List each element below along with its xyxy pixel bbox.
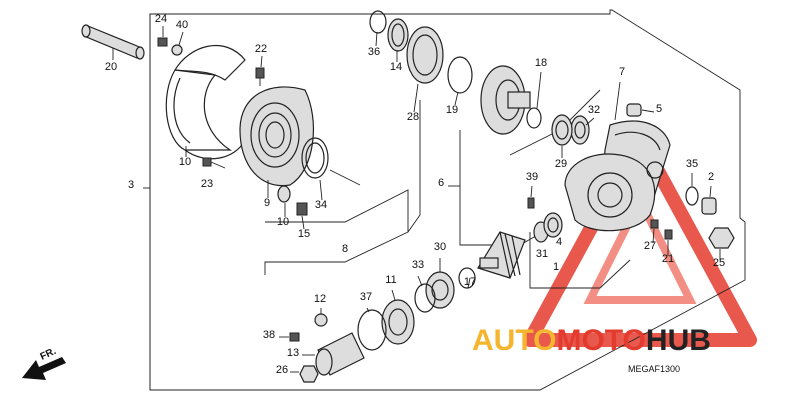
- part-number-label: 14: [390, 61, 402, 73]
- seal-17: [458, 267, 476, 289]
- part-number-label: 9: [264, 197, 270, 209]
- washer-18: [526, 107, 542, 129]
- cap-5: [626, 103, 642, 117]
- part-number-label: 13: [287, 347, 299, 359]
- nut-25: [708, 227, 735, 249]
- part-number-label: 38: [263, 329, 275, 341]
- brake-panel: [239, 86, 315, 187]
- bolt-38: [289, 332, 300, 342]
- part-number-label: 26: [276, 364, 288, 376]
- part-number-label: 39: [526, 171, 538, 183]
- ring-28: [406, 26, 444, 84]
- part-number-label: 12: [314, 293, 326, 305]
- part-number-label: 34: [315, 199, 327, 211]
- part-number-label: 31: [536, 248, 548, 260]
- part-number-label: 29: [555, 158, 567, 170]
- assembly-frame: [149, 9, 746, 391]
- seal-34: [301, 137, 329, 179]
- bolt-15: [296, 202, 308, 216]
- part-number-label: 17: [464, 276, 476, 288]
- brake-shoe: [165, 44, 246, 160]
- ring-gear: [480, 65, 531, 135]
- part-number-label: 33: [412, 259, 424, 271]
- diagram-code: MEGAF1300: [628, 364, 680, 374]
- part-number-label: 7: [619, 66, 625, 78]
- part-number-label: 40: [176, 19, 188, 31]
- bearing-30: [425, 271, 455, 309]
- part-number-label: 28: [407, 111, 419, 123]
- ring-33: [414, 283, 436, 313]
- part-number-label: 20: [105, 61, 117, 73]
- part-number-label: 10: [277, 216, 289, 228]
- watermark-text: AUTOMOTOHUB: [472, 324, 711, 357]
- part-number-label: 15: [298, 228, 310, 240]
- bearing-32: [570, 115, 590, 145]
- part-number-label: 10: [179, 156, 191, 168]
- ring-19: [447, 56, 473, 94]
- part-number-label: 2: [708, 171, 714, 183]
- part-number-label: 36: [368, 46, 380, 58]
- bolt-22: [255, 67, 265, 86]
- final-gear-case: [564, 153, 664, 232]
- part-number-label: 18: [535, 57, 547, 69]
- watermark-part3: HUB: [646, 324, 711, 357]
- part-number-label: 1: [553, 261, 559, 273]
- washer-40: [171, 44, 183, 56]
- bolt-24: [157, 37, 168, 47]
- part-number-label: 8: [342, 243, 348, 255]
- part-number-label: 22: [255, 43, 267, 55]
- part-number-label: 4: [556, 236, 562, 248]
- part-number-label: 3: [128, 179, 134, 191]
- part-number-label: 32: [588, 104, 600, 116]
- washer-10: [277, 185, 291, 203]
- part-number-label: 35: [686, 158, 698, 170]
- part-number-label: 24: [155, 13, 167, 25]
- nut-12: [314, 313, 328, 327]
- plug-2: [701, 197, 717, 215]
- part-number-label: 27: [644, 240, 656, 252]
- watermark-part2: MOTO: [556, 324, 645, 357]
- bolt-21: [664, 229, 673, 240]
- coupling-gear: [381, 299, 415, 345]
- front-direction-arrow: [22, 357, 66, 380]
- pin-part: [81, 24, 145, 60]
- bearing-4: [543, 212, 563, 238]
- part-number-label: 11: [385, 274, 396, 286]
- part-number-label: 6: [438, 177, 444, 189]
- watermark-triangle: [523, 131, 757, 347]
- universal-joint: [315, 332, 365, 376]
- bolt-27: [650, 219, 659, 229]
- part-number-label: 30: [434, 241, 446, 253]
- part-number-label: 5: [656, 103, 662, 115]
- part-number-label: 19: [446, 104, 458, 116]
- circlip-37: [357, 309, 387, 351]
- pinion-shaft: [477, 231, 526, 279]
- part-number-label: 23: [201, 178, 213, 190]
- seal-29: [551, 114, 573, 146]
- bearing-14: [387, 18, 409, 52]
- nut-26: [299, 365, 319, 383]
- part-number-label: 37: [360, 291, 372, 303]
- circlip-36: [369, 10, 387, 34]
- bolt-23: [202, 157, 226, 169]
- watermark-part1: AUTO: [472, 324, 556, 357]
- bolt-39: [527, 197, 535, 209]
- part-number-label: 25: [713, 257, 725, 269]
- washer-35: [685, 186, 699, 206]
- part-number-label: 21: [662, 253, 674, 265]
